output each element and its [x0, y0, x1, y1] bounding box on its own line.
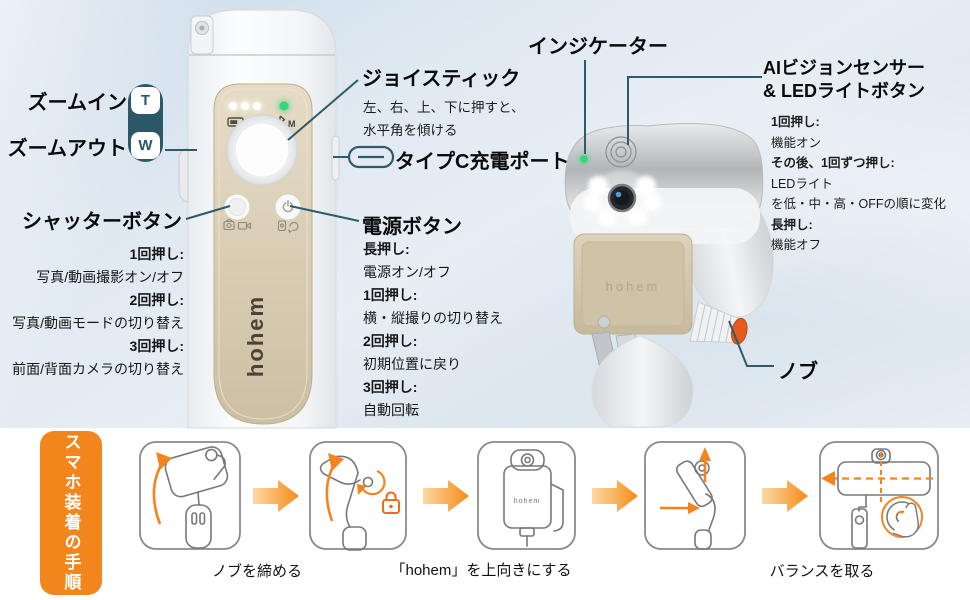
phone-clamp: hohem	[573, 233, 693, 335]
step-4-figure	[660, 447, 716, 550]
detail-key: その後、1回ずつ押し:	[771, 156, 895, 170]
joystick-desc-1: 左、右、上、下に押すと、	[363, 100, 525, 115]
detail-value: 機能オン	[771, 135, 822, 150]
callout-lines	[165, 60, 774, 367]
detail-key: 1回押し:	[771, 115, 820, 129]
detail-value: 機能オフ	[771, 238, 822, 252]
detail-value: 自動回転	[363, 402, 419, 418]
knob-line	[728, 320, 774, 367]
usb-title: タイプC充電ポート	[395, 151, 570, 173]
lock-icon	[382, 491, 400, 514]
step-box-4	[644, 441, 746, 550]
power-title: 電源ボタン	[362, 216, 462, 238]
camera-head-illustration: hohem	[564, 123, 774, 428]
step-caption-2: 「hohem」を上向きにする	[390, 562, 572, 579]
joystick-desc-2: 水平角を傾ける	[363, 123, 458, 138]
knob-title: ノブ	[778, 361, 818, 383]
step-phone-logo: hohem	[514, 498, 540, 505]
joystick-control[interactable]	[226, 114, 298, 186]
ai-vision-button[interactable]	[605, 136, 637, 168]
camera-lens	[607, 183, 637, 213]
step-1-figure	[152, 446, 229, 549]
joystick-title: ジョイスティック	[362, 68, 521, 90]
indicator-led	[577, 152, 591, 166]
shutter-details: 1回押し: 写真/動画撮影オン/オフ 2回押し: 写真/動画モードの切り替え 3…	[0, 243, 184, 381]
indicator-title: インジケーター	[528, 36, 668, 58]
mode-label: M	[288, 119, 296, 129]
camera-icon	[223, 219, 235, 231]
detail-key: 3回押し:	[129, 338, 184, 354]
power-line	[289, 205, 360, 222]
detail-key: 2回押し:	[363, 333, 418, 349]
detail-value: 写真/動画モードの切り替え	[12, 315, 184, 331]
ai-title-line1: AIビジョンセンサー	[763, 58, 925, 78]
detail-value: を低・中・高・OFFの順に変化	[771, 197, 946, 211]
hand-illustration	[892, 502, 919, 538]
step-caption-1: ノブを締める	[211, 563, 302, 580]
detail-value: LEDライト	[771, 176, 833, 191]
ai-line	[627, 76, 762, 145]
step-5-figure	[821, 448, 934, 549]
rotate-icon	[288, 221, 299, 234]
shutter-line	[185, 205, 231, 220]
trigger-button[interactable]	[178, 147, 189, 203]
step-caption-3: バランスを取る	[769, 563, 875, 580]
shutter-button[interactable]	[223, 193, 251, 221]
step-2-figure	[319, 453, 400, 551]
video-icon	[237, 221, 252, 230]
detail-key: 2回押し:	[129, 292, 184, 308]
detail-key: 長押し:	[363, 241, 410, 257]
usb-c-port-icon	[347, 145, 395, 169]
detail-value: 前面/背面カメラの切り替え	[12, 361, 184, 377]
step-arrows	[253, 480, 808, 512]
status-led-green	[277, 99, 291, 113]
detail-key: 1回押し:	[129, 246, 184, 262]
zoom-out-label: ズームアウト	[7, 138, 127, 160]
steps-banner-text: スマホ装着の手順	[61, 433, 81, 593]
handle-logo: hohem	[243, 295, 268, 377]
ai-title-line2: & LEDライトボタン	[763, 81, 925, 101]
zoom-rocker[interactable]: T W	[128, 84, 163, 162]
joystick-line	[287, 79, 359, 141]
detail-value: 電源オン/オフ	[363, 264, 451, 280]
detail-value: 写真/動画撮影オン/オフ	[36, 269, 184, 285]
ai-title: AIビジョンセンサー & LEDライトボタン	[763, 57, 925, 103]
step-box-2	[309, 441, 407, 550]
shutter-title: シャッターボタン	[22, 211, 182, 233]
steps-banner: スマホ装着の手順	[40, 431, 102, 595]
orientation-icon	[277, 220, 287, 232]
step-3-figure: hohem	[503, 449, 564, 547]
zoom-wide-button[interactable]: W	[131, 132, 160, 159]
zoom-tele-button[interactable]: T	[131, 87, 160, 114]
tilt-arm	[591, 335, 694, 428]
power-details: 長押し: 電源オン/オフ 1回押し: 横・縦撮りの切り替え 2回押し: 初期位置…	[363, 238, 503, 422]
detail-key: 3回押し:	[363, 379, 418, 395]
handle-illustration: M	[178, 9, 340, 429]
detail-value: 初期位置に戻り	[363, 356, 461, 372]
battery-led-indicators	[226, 99, 264, 113]
product-diagram-section	[0, 0, 970, 428]
detail-key: 1回押し:	[363, 287, 418, 303]
zoom-in-label: ズームイン	[27, 92, 127, 114]
detail-key: 長押し:	[771, 217, 813, 232]
clamp-logo: hohem	[606, 279, 661, 294]
detail-value: 横・縦撮りの切り替え	[363, 310, 503, 326]
ai-details: 1回押し: 機能オン その後、1回ずつ押し: LEDライト を低・中・高・OFF…	[771, 112, 946, 256]
